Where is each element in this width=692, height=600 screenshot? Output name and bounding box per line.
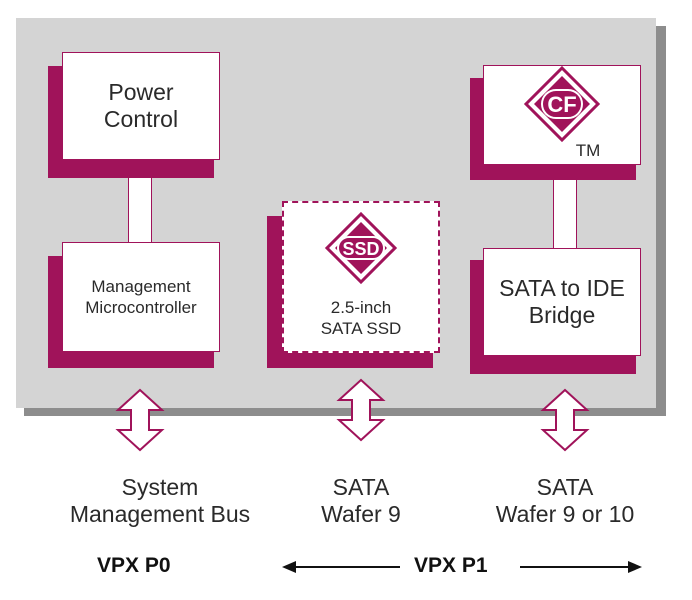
power-control-block: Power Control xyxy=(62,52,220,160)
ssd-line-1: 2.5-inch xyxy=(330,298,392,317)
system-management-bus-label: System Management Bus xyxy=(69,474,251,527)
power-control-line-2: Control xyxy=(103,106,179,132)
sata910-double-arrow xyxy=(542,389,588,451)
power-control-line-1: Power xyxy=(108,79,174,105)
sata-wafer9-label: SATA Wafer 9 xyxy=(321,474,401,527)
cf-badge-text: CF xyxy=(547,92,576,117)
vpx-p1-label: VPX P1 xyxy=(414,554,488,577)
sata9-double-arrow xyxy=(338,379,384,441)
vpx-p0-label: VPX P0 xyxy=(97,554,171,577)
bridge-line-2: Bridge xyxy=(528,302,596,328)
cf-badge-icon xyxy=(523,65,601,143)
management-line-1: Management xyxy=(91,277,191,296)
ssd-badge-text: SSD xyxy=(342,239,379,259)
sata-wafer9or10-label: SATA Wafer 9 or 10 xyxy=(495,474,635,527)
management-microcontroller-block: Management Microcontroller xyxy=(62,242,220,352)
ssd-line-2: SATA SSD xyxy=(320,319,402,338)
vpx-p1-right-arrow xyxy=(520,561,642,573)
bridge-line-1: SATA to IDE xyxy=(499,275,625,301)
sysbus-double-arrow xyxy=(117,389,163,451)
management-line-2: Microcontroller xyxy=(85,298,197,317)
vpx-p1-left-arrow xyxy=(282,561,400,573)
cf-trademark: TM xyxy=(576,141,601,160)
ssd-badge-icon xyxy=(324,211,398,285)
sata-ide-bridge-block: SATA to IDE Bridge xyxy=(483,248,641,356)
